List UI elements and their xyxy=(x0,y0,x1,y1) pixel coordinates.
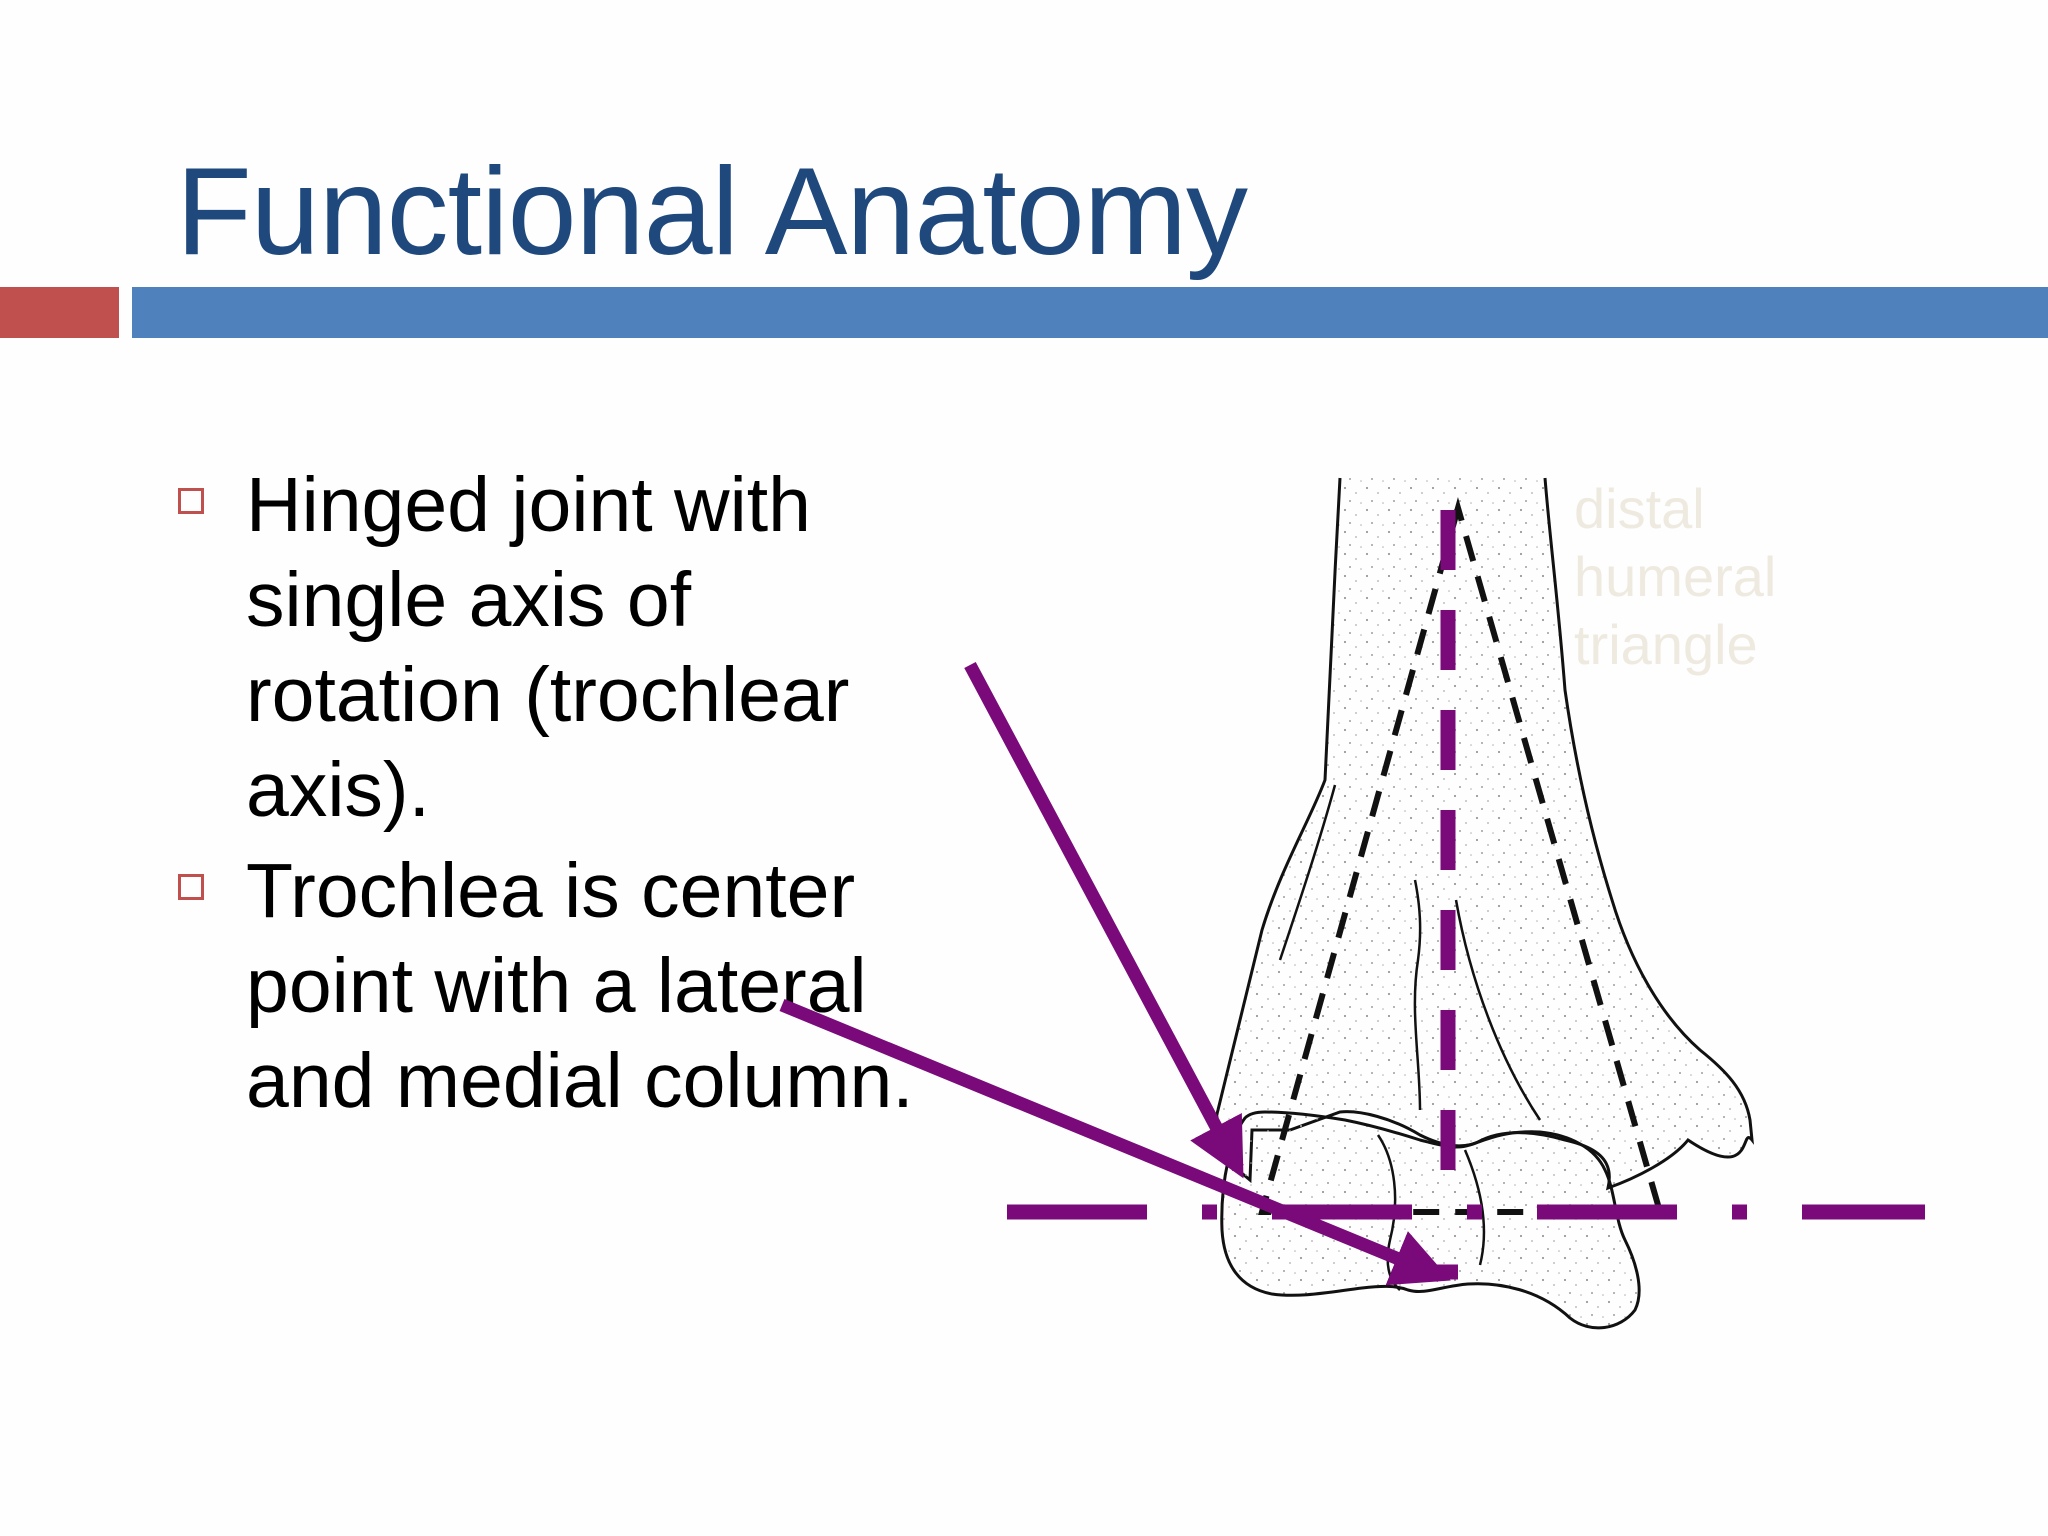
bullet-item-hinged-joint: Hinged joint with single axis of rotatio… xyxy=(176,458,976,838)
triangle-label: distal humeral triangle xyxy=(1574,477,1792,676)
square-bullet-icon xyxy=(178,874,204,900)
triangle-label-line: distal xyxy=(1574,477,1705,540)
humerus-inner-contour xyxy=(1413,879,1422,1111)
bullet-line: point with a lateral xyxy=(246,943,867,1029)
title-underline-bar xyxy=(132,287,2048,338)
arrow-to-trochlea xyxy=(779,998,1451,1286)
humeral-triangle-dashed xyxy=(1258,496,1664,1215)
bullet-line: single axis of xyxy=(246,557,692,643)
bullet-item-trochlea: Trochlea is center point with a lateral … xyxy=(176,844,976,1129)
arrow-to-lateral-column xyxy=(964,661,1244,1179)
humerus-inner-contour xyxy=(1454,899,1542,1121)
bullet-line: Hinged joint with xyxy=(246,462,811,548)
bullet-line: axis). xyxy=(246,747,430,833)
bullet-line: rotation (trochlear xyxy=(246,652,850,738)
slide-title: Functional Anatomy xyxy=(176,143,1248,281)
triangle-label-line: humeral xyxy=(1574,545,1776,608)
square-bullet-icon xyxy=(178,488,204,514)
bullet-list: Hinged joint with single axis of rotatio… xyxy=(176,458,976,1135)
humerus-inner-contour xyxy=(1278,784,1337,961)
bullet-line: Trochlea is center xyxy=(246,848,856,934)
title-accent-bar xyxy=(0,287,119,338)
trochlea-outline xyxy=(1220,1110,1641,1330)
bullet-line: and medial column. xyxy=(246,1038,914,1124)
triangle-label-line: triangle xyxy=(1574,613,1758,676)
